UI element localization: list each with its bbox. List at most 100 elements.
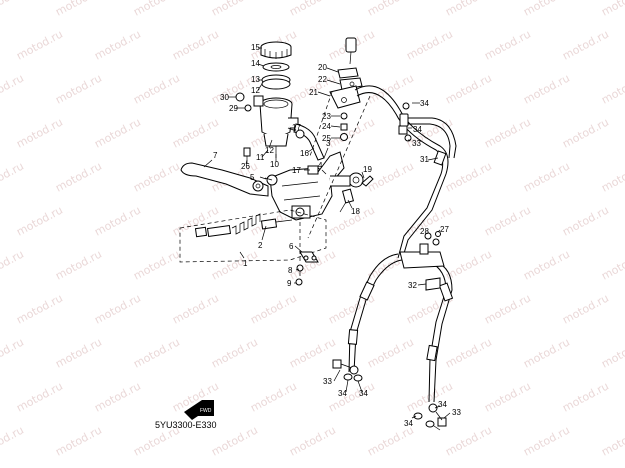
watermark-68: motod.ru <box>0 335 26 370</box>
watermark-70: motod.ru <box>131 335 182 370</box>
watermark-89: motod.ru <box>287 423 338 458</box>
watermark-78: motod.ru <box>92 379 143 414</box>
callout-16: 16 <box>300 149 309 158</box>
watermark-60: motod.ru <box>14 291 65 326</box>
pivot-bolt-5 <box>264 174 278 186</box>
callout-4: 4 <box>318 161 323 170</box>
callout-12-top: 12 <box>251 86 260 95</box>
watermark-14: motod.ru <box>404 27 455 62</box>
watermark-58: motod.ru <box>521 247 572 282</box>
watermark-64: motod.ru <box>326 291 377 326</box>
callout-14: 14 <box>251 59 260 68</box>
watermark-27: motod.ru <box>92 115 143 150</box>
watermark-73: motod.ru <box>365 335 416 370</box>
union-bolt-33-right <box>428 403 447 427</box>
callout-23: 23 <box>322 112 331 121</box>
watermark-24: motod.ru <box>521 71 572 106</box>
watermark-66: motod.ru <box>482 291 533 326</box>
washers-34-right <box>413 412 435 428</box>
callout-17-upper: 17 <box>292 123 301 132</box>
watermark-72: motod.ru <box>287 335 338 370</box>
callout-33-top: 33 <box>412 139 421 148</box>
watermark-19: motod.ru <box>131 71 182 106</box>
callout-11: 11 <box>256 153 265 162</box>
bolt-28-27 <box>424 231 441 240</box>
watermark-18: motod.ru <box>53 71 104 106</box>
watermark-84: motod.ru <box>560 379 611 414</box>
callout-30: 30 <box>220 93 229 102</box>
watermark-62: motod.ru <box>170 291 221 326</box>
reservoir-body <box>253 95 299 137</box>
callout-7: 7 <box>213 151 218 160</box>
diaphragm-plate-14 <box>262 62 290 72</box>
watermark-34: motod.ru <box>0 159 26 194</box>
callout-15: 15 <box>251 43 260 52</box>
callout-5: 5 <box>250 173 255 182</box>
watermark-61: motod.ru <box>92 291 143 326</box>
watermark-33: motod.ru <box>560 115 611 150</box>
watermark-52: motod.ru <box>53 247 104 282</box>
watermark-71: motod.ru <box>209 335 260 370</box>
callout-6: 6 <box>289 242 294 251</box>
watermark-50: motod.ru <box>560 203 611 238</box>
reservoir-hose-16 <box>293 123 325 161</box>
callout-20: 20 <box>318 63 327 72</box>
watermark-26: motod.ru <box>14 115 65 150</box>
bolt-9 <box>295 278 303 286</box>
callout-27: 27 <box>440 225 449 234</box>
watermark-6: motod.ru <box>443 0 494 19</box>
watermark-17: motod.ru <box>0 71 26 106</box>
watermark-53: motod.ru <box>131 247 182 282</box>
hose-upper-right <box>399 113 457 159</box>
callout-34-right-b: 34 <box>438 400 447 409</box>
callout-3: 3 <box>326 139 331 148</box>
callout-21: 21 <box>309 88 318 97</box>
watermark-44: motod.ru <box>92 203 143 238</box>
callout-34-top2: 34 <box>413 125 422 134</box>
watermark-85: motod.ru <box>0 423 26 458</box>
callout-2: 2 <box>258 241 263 250</box>
watermark-51: motod.ru <box>0 247 26 282</box>
fwd-arrow-icon: FWD <box>184 400 214 420</box>
brake-lever-7 <box>180 162 269 197</box>
watermark-35: motod.ru <box>53 159 104 194</box>
piston-kit-1 <box>194 213 293 238</box>
callout-1: 1 <box>243 259 248 268</box>
watermark-23: motod.ru <box>443 71 494 106</box>
leader-lines <box>203 47 451 431</box>
watermark-28: motod.ru <box>170 115 221 150</box>
callout-9: 9 <box>287 279 292 288</box>
callout-32: 32 <box>408 281 417 290</box>
watermark-40: motod.ru <box>443 159 494 194</box>
watermark-91: motod.ru <box>443 423 494 458</box>
watermark-5: motod.ru <box>365 0 416 19</box>
fwd-label: FWD <box>200 408 212 414</box>
watermark-67: motod.ru <box>560 291 611 326</box>
catalog-code: 5YU3300-E330 <box>155 420 217 430</box>
watermark-93: motod.ru <box>599 423 625 458</box>
watermark-43: motod.ru <box>14 203 65 238</box>
callout-34-left-b: 34 <box>359 389 368 398</box>
watermark-86: motod.ru <box>53 423 104 458</box>
brake-switch-18 <box>339 188 355 213</box>
watermark-63: motod.ru <box>248 291 299 326</box>
watermark-88: motod.ru <box>209 423 260 458</box>
watermark-75: motod.ru <box>521 335 572 370</box>
watermark-54: motod.ru <box>209 247 260 282</box>
brake-hose-right-leg <box>426 261 454 403</box>
holder-6 <box>299 251 319 263</box>
watermark-0: motod.ru <box>0 0 26 19</box>
watermark-9: motod.ru <box>14 27 65 62</box>
union-bolt-33-left <box>332 359 359 375</box>
watermark-1: motod.ru <box>53 0 104 19</box>
dashed-guide-b <box>309 91 333 157</box>
watermark-92: motod.ru <box>521 423 572 458</box>
bracket-21 <box>329 85 361 109</box>
watermark-76: motod.ru <box>599 335 625 370</box>
dashed-guide-a <box>307 95 371 239</box>
callout-10: 10 <box>270 160 279 169</box>
watermark-10: motod.ru <box>92 27 143 62</box>
watermark-8: motod.ru <box>599 0 625 19</box>
